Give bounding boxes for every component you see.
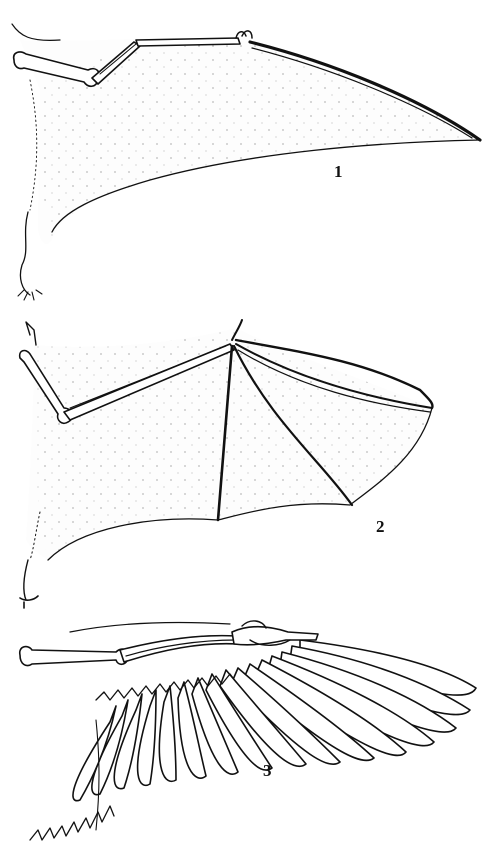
flight-feathers bbox=[73, 640, 476, 801]
bird-wing bbox=[20, 621, 476, 840]
pterosaur-wing bbox=[12, 24, 480, 300]
bat-wing bbox=[20, 320, 433, 608]
panel-label-1: 1 bbox=[334, 162, 343, 181]
panel-label-3: 3 bbox=[263, 761, 272, 780]
panel-label-2: 2 bbox=[376, 517, 385, 536]
